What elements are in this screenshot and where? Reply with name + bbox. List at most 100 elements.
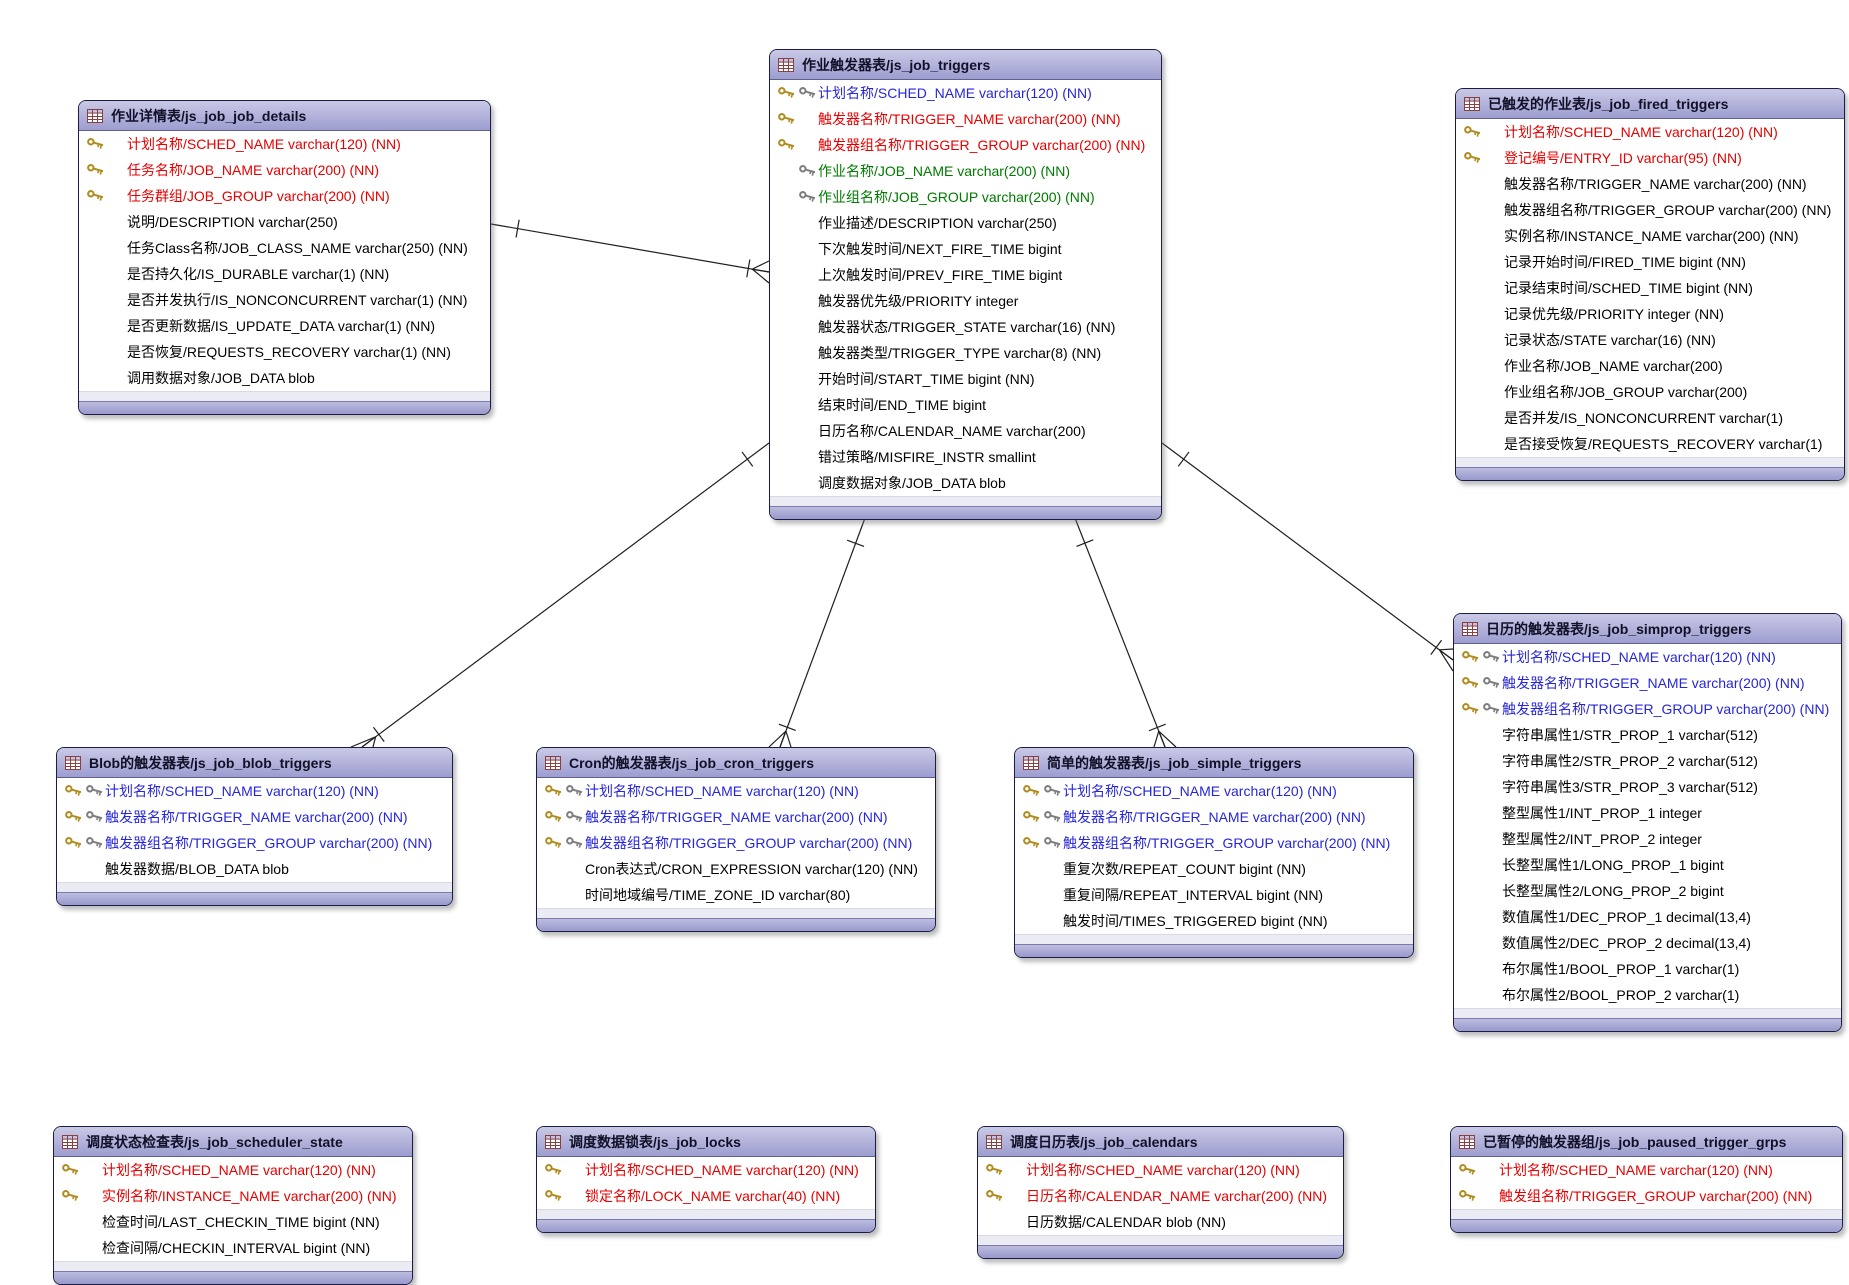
field-row[interactable]: 计划名称/SCHED_NAME varchar(120) (NN) (1015, 778, 1413, 804)
field-row[interactable]: 任务Class名称/JOB_CLASS_NAME varchar(250) (N… (79, 235, 490, 261)
field-row[interactable]: 整型属性1/INT_PROP_1 integer (1454, 800, 1841, 826)
field-row[interactable]: 计划名称/SCHED_NAME varchar(120) (NN) (79, 131, 490, 157)
field-row[interactable]: 记录开始时间/FIRED_TIME bigint (NN) (1456, 249, 1844, 275)
field-row[interactable]: 布尔属性2/BOOL_PROP_2 varchar(1) (1454, 982, 1841, 1008)
table-header[interactable]: 日历的触发器表/js_job_simprop_triggers (1454, 614, 1841, 644)
field-row[interactable]: 是否恢复/REQUESTS_RECOVERY varchar(1) (NN) (79, 339, 490, 365)
field-row[interactable]: Cron表达式/CRON_EXPRESSION varchar(120) (NN… (537, 856, 935, 882)
field-row[interactable]: 触发组名称/TRIGGER_GROUP varchar(200) (NN) (1451, 1183, 1842, 1209)
table-header[interactable]: 作业详情表/js_job_job_details (79, 101, 490, 131)
field-row[interactable]: 作业组名称/JOB_GROUP varchar(200) (1456, 379, 1844, 405)
field-row[interactable]: 检查间隔/CHECKIN_INTERVAL bigint (NN) (54, 1235, 412, 1261)
table-header[interactable]: 简单的触发器表/js_job_simple_triggers (1015, 748, 1413, 778)
field-row[interactable]: 触发器组名称/TRIGGER_GROUP varchar(200) (NN) (1454, 696, 1841, 722)
field-row[interactable]: 触发器组名称/TRIGGER_GROUP varchar(200) (NN) (1015, 830, 1413, 856)
table-header[interactable]: 调度日历表/js_job_calendars (978, 1127, 1343, 1157)
field-row[interactable]: 计划名称/SCHED_NAME varchar(120) (NN) (1451, 1157, 1842, 1183)
field-row[interactable]: 记录结束时间/SCHED_TIME bigint (NN) (1456, 275, 1844, 301)
field-row[interactable]: 字符串属性2/STR_PROP_2 varchar(512) (1454, 748, 1841, 774)
field-row[interactable]: 作业名称/JOB_NAME varchar(200) (1456, 353, 1844, 379)
field-row[interactable]: 实例名称/INSTANCE_NAME varchar(200) (NN) (54, 1183, 412, 1209)
field-row[interactable]: 计划名称/SCHED_NAME varchar(120) (NN) (1454, 644, 1841, 670)
field-row[interactable]: 计划名称/SCHED_NAME varchar(120) (NN) (537, 1157, 875, 1183)
field-row[interactable]: 说明/DESCRIPTION varchar(250) (79, 209, 490, 235)
field-row[interactable]: 日历名称/CALENDAR_NAME varchar(200) (770, 418, 1161, 444)
field-row[interactable]: 重复间隔/REPEAT_INTERVAL bigint (NN) (1015, 882, 1413, 908)
field-row[interactable]: 是否并发/IS_NONCONCURRENT varchar(1) (1456, 405, 1844, 431)
field-row[interactable]: 结束时间/END_TIME bigint (770, 392, 1161, 418)
field-row[interactable]: 触发时间/TIMES_TRIGGERED bigint (NN) (1015, 908, 1413, 934)
field-row[interactable]: 是否持久化/IS_DURABLE varchar(1) (NN) (79, 261, 490, 287)
field-row[interactable]: 触发器数据/BLOB_DATA blob (57, 856, 452, 882)
table-header[interactable]: 调度状态检查表/js_job_scheduler_state (54, 1127, 412, 1157)
field-row[interactable]: 是否更新数据/IS_UPDATE_DATA varchar(1) (NN) (79, 313, 490, 339)
table-header[interactable]: Cron的触发器表/js_job_cron_triggers (537, 748, 935, 778)
field-row[interactable]: 任务群组/JOB_GROUP varchar(200) (NN) (79, 183, 490, 209)
field-row[interactable]: 登记编号/ENTRY_ID varchar(95) (NN) (1456, 145, 1844, 171)
field-row[interactable]: 作业组名称/JOB_GROUP varchar(200) (NN) (770, 184, 1161, 210)
field-row[interactable]: 布尔属性1/BOOL_PROP_1 varchar(1) (1454, 956, 1841, 982)
field-row[interactable]: 计划名称/SCHED_NAME varchar(120) (NN) (54, 1157, 412, 1183)
field-row[interactable]: 长整型属性1/LONG_PROP_1 bigint (1454, 852, 1841, 878)
field-row[interactable]: 是否并发执行/IS_NONCONCURRENT varchar(1) (NN) (79, 287, 490, 313)
field-row[interactable]: 时间地域编号/TIME_ZONE_ID varchar(80) (537, 882, 935, 908)
field-row[interactable]: 触发器组名称/TRIGGER_GROUP varchar(200) (NN) (57, 830, 452, 856)
field-row[interactable]: 触发器组名称/TRIGGER_GROUP varchar(200) (NN) (537, 830, 935, 856)
field-row[interactable]: 作业名称/JOB_NAME varchar(200) (NN) (770, 158, 1161, 184)
field-row[interactable]: 计划名称/SCHED_NAME varchar(120) (NN) (1456, 119, 1844, 145)
field-row[interactable]: 是否接受恢复/REQUESTS_RECOVERY varchar(1) (1456, 431, 1844, 457)
field-row[interactable]: 调用数据对象/JOB_DATA blob (79, 365, 490, 391)
field-row[interactable]: 检查时间/LAST_CHECKIN_TIME bigint (NN) (54, 1209, 412, 1235)
table-header[interactable]: 已触发的作业表/js_job_fired_triggers (1456, 89, 1844, 119)
field-row[interactable]: 触发器名称/TRIGGER_NAME varchar(200) (NN) (1015, 804, 1413, 830)
field-row[interactable]: 触发器名称/TRIGGER_NAME varchar(200) (NN) (770, 106, 1161, 132)
field-row[interactable]: 长整型属性2/LONG_PROP_2 bigint (1454, 878, 1841, 904)
field-row[interactable]: 重复次数/REPEAT_COUNT bigint (NN) (1015, 856, 1413, 882)
field-row[interactable]: 作业描述/DESCRIPTION varchar(250) (770, 210, 1161, 236)
field-row[interactable]: 触发器组名称/TRIGGER_GROUP varchar(200) (NN) (1456, 197, 1844, 223)
field-row[interactable]: 触发器名称/TRIGGER_NAME varchar(200) (NN) (1456, 171, 1844, 197)
field-row[interactable]: 日历数据/CALENDAR blob (NN) (978, 1209, 1343, 1235)
field-row[interactable]: 字符串属性1/STR_PROP_1 varchar(512) (1454, 722, 1841, 748)
field-row[interactable]: 计划名称/SCHED_NAME varchar(120) (NN) (978, 1157, 1343, 1183)
table-header[interactable]: 已暂停的触发器组/js_job_paused_trigger_grps (1451, 1127, 1842, 1157)
field-row[interactable]: 触发器状态/TRIGGER_STATE varchar(16) (NN) (770, 314, 1161, 340)
field-row[interactable]: 日历名称/CALENDAR_NAME varchar(200) (NN) (978, 1183, 1343, 1209)
field-row[interactable]: 任务名称/JOB_NAME varchar(200) (NN) (79, 157, 490, 183)
field-row[interactable]: 上次触发时间/PREV_FIRE_TIME bigint (770, 262, 1161, 288)
field-row[interactable]: 数值属性1/DEC_PROP_1 decimal(13,4) (1454, 904, 1841, 930)
field-row[interactable]: 触发器优先级/PRIORITY integer (770, 288, 1161, 314)
field-row[interactable]: 数值属性2/DEC_PROP_2 decimal(13,4) (1454, 930, 1841, 956)
table-header[interactable]: Blob的触发器表/js_job_blob_triggers (57, 748, 452, 778)
field-row[interactable]: 字符串属性3/STR_PROP_3 varchar(512) (1454, 774, 1841, 800)
field-row[interactable]: 记录状态/STATE varchar(16) (NN) (1456, 327, 1844, 353)
field-row[interactable]: 调度数据对象/JOB_DATA blob (770, 470, 1161, 496)
field-row[interactable]: 计划名称/SCHED_NAME varchar(120) (NN) (770, 80, 1161, 106)
field-row[interactable]: 锁定名称/LOCK_NAME varchar(40) (NN) (537, 1183, 875, 1209)
field-row[interactable]: 触发器类型/TRIGGER_TYPE varchar(8) (NN) (770, 340, 1161, 366)
table-header[interactable]: 调度数据锁表/js_job_locks (537, 1127, 875, 1157)
table-header[interactable]: 作业触发器表/js_job_triggers (770, 50, 1161, 80)
field-row[interactable]: 记录优先级/PRIORITY integer (NN) (1456, 301, 1844, 327)
field-row[interactable]: 整型属性2/INT_PROP_2 integer (1454, 826, 1841, 852)
field-row[interactable]: 实例名称/INSTANCE_NAME varchar(200) (NN) (1456, 223, 1844, 249)
field-row[interactable]: 错过策略/MISFIRE_INSTR smallint (770, 444, 1161, 470)
field-row[interactable]: 开始时间/START_TIME bigint (NN) (770, 366, 1161, 392)
field-row[interactable]: 计划名称/SCHED_NAME varchar(120) (NN) (537, 778, 935, 804)
field-row[interactable]: 触发器名称/TRIGGER_NAME varchar(200) (NN) (1454, 670, 1841, 696)
field-row[interactable]: 计划名称/SCHED_NAME varchar(120) (NN) (57, 778, 452, 804)
field-row[interactable]: 下次触发时间/NEXT_FIRE_TIME bigint (770, 236, 1161, 262)
field-row[interactable]: 触发器组名称/TRIGGER_GROUP varchar(200) (NN) (770, 132, 1161, 158)
field-row[interactable]: 触发器名称/TRIGGER_NAME varchar(200) (NN) (537, 804, 935, 830)
